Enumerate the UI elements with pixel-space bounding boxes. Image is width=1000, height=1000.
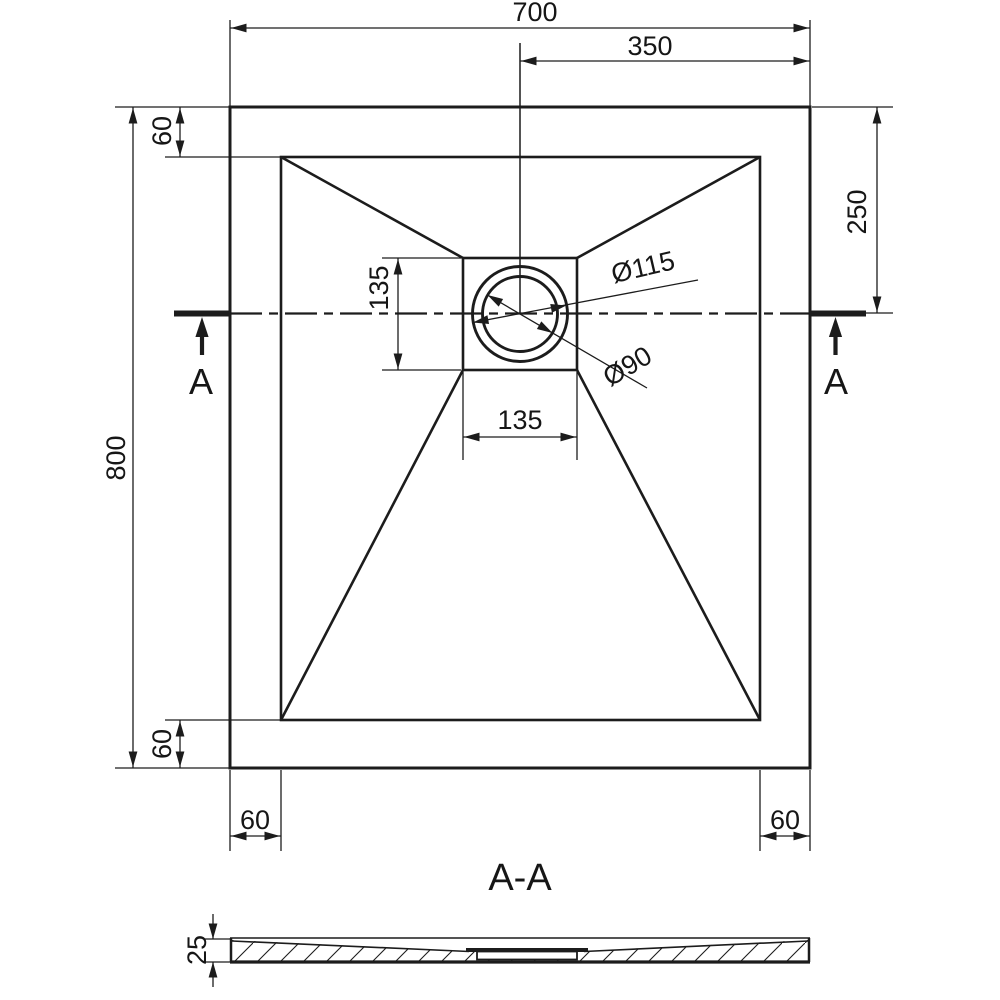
dim-250: 250 xyxy=(812,106,893,314)
dim-135-horizontal: 135 xyxy=(462,372,578,460)
section-arrow-icon xyxy=(195,317,209,337)
section-marker-left: A xyxy=(189,317,213,402)
section-label-right: A xyxy=(824,361,848,402)
dim-60-below-left-label: 60 xyxy=(240,805,270,835)
dim-outer-diameter-label: Ø115 xyxy=(608,245,677,289)
section-label-left: A xyxy=(189,361,213,402)
arrowhead xyxy=(128,751,138,767)
dim-250-label: 250 xyxy=(842,189,872,234)
section-drain-cover xyxy=(466,948,588,961)
dim-60-bottom: 60 xyxy=(147,719,281,768)
dim-60-below-right: 60 xyxy=(759,770,811,851)
section-hatch-body xyxy=(232,940,808,961)
leader-line xyxy=(472,279,699,324)
dim-135-horizontal-label: 135 xyxy=(497,405,542,435)
dim-135-vertical-label: 135 xyxy=(364,265,394,310)
arrowhead xyxy=(793,56,809,66)
dim-60-top: 60 xyxy=(147,107,281,158)
dim-60-below-left: 60 xyxy=(229,770,282,851)
slope-diagonal-top-right xyxy=(576,155,761,260)
dim-350: 350 xyxy=(520,31,810,66)
dim-drain-inner: Ø90 xyxy=(485,291,657,392)
dim-800: 800 xyxy=(101,106,230,769)
arrowhead xyxy=(872,108,882,124)
section-marker-right: A xyxy=(824,317,848,402)
drain-cover-body xyxy=(476,950,578,961)
dim-135-vertical: 135 xyxy=(364,257,461,371)
slope-diagonal-bottom-left xyxy=(279,369,465,721)
dim-25: 25 xyxy=(182,914,231,987)
dim-350-label: 350 xyxy=(627,31,672,61)
dim-60-below-right-label: 60 xyxy=(770,805,800,835)
arrowhead xyxy=(560,432,576,442)
dim-inner-diameter-label: Ø90 xyxy=(598,340,657,392)
dim-60-top-label: 60 xyxy=(147,116,177,146)
dim-700-label: 700 xyxy=(512,0,557,27)
leader-line xyxy=(487,294,648,389)
arrowhead xyxy=(872,296,882,312)
section-arrow-icon xyxy=(828,317,843,337)
arrowhead xyxy=(393,353,403,369)
slope-diagonal-bottom-right xyxy=(575,369,762,721)
arrowhead xyxy=(464,432,480,442)
arrowhead xyxy=(393,259,403,275)
dim-700: 700 xyxy=(229,0,811,107)
arrowhead xyxy=(521,56,537,66)
section-slope-left xyxy=(231,940,470,953)
arrowhead xyxy=(793,23,809,33)
section-title: A-A xyxy=(488,857,552,899)
dim-800-label: 800 xyxy=(101,435,131,480)
dim-25-label: 25 xyxy=(182,935,212,965)
section-view: A-A 25 xyxy=(182,857,811,987)
arrowhead xyxy=(128,108,138,124)
top-view: A A 700 350 2 xyxy=(101,0,893,851)
dim-60-bottom-label: 60 xyxy=(147,729,177,759)
section-slope-right xyxy=(583,940,809,953)
slope-diagonal-top-left xyxy=(280,155,464,260)
arrowhead xyxy=(231,23,247,33)
drain-cover-flange xyxy=(466,948,588,952)
